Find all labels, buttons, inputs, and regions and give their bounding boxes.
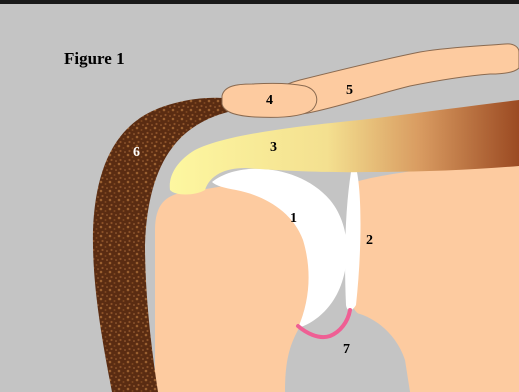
label-6: 6: [133, 145, 140, 160]
label-3: 3: [270, 140, 277, 155]
label-2: 2: [366, 233, 373, 248]
label-4: 4: [266, 93, 273, 108]
frame-top-bar: [0, 0, 519, 4]
label-7: 7: [343, 342, 350, 357]
figure-title: Figure 1: [64, 49, 125, 68]
label-1: 1: [290, 211, 297, 226]
label-5: 5: [346, 83, 353, 98]
